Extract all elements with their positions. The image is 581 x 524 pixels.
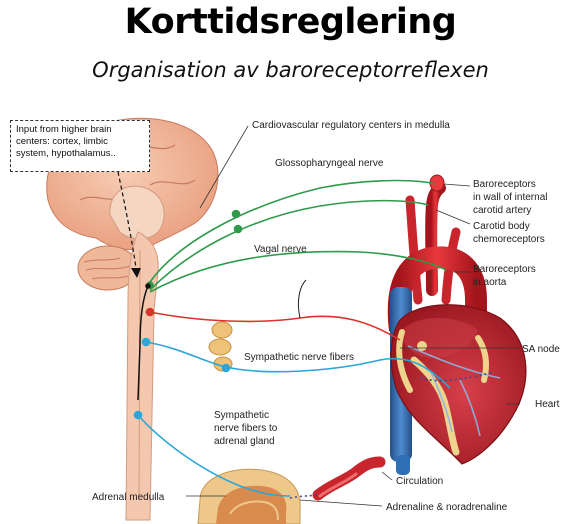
label-circulation: Circulation (396, 476, 443, 487)
adrenal-gland (197, 468, 301, 524)
slide-title: Korttidsreglering (124, 2, 457, 42)
circulation-vessel (312, 456, 386, 501)
label-adrenal-medulla: Adrenal medulla (92, 492, 165, 503)
leader-lines (186, 125, 520, 507)
spinal-cord (125, 231, 159, 521)
input-arrow (117, 171, 137, 269)
sympathetic-nerve (133, 337, 451, 497)
label-baroreceptors-aorta: Baroreceptors in aorta (473, 264, 539, 288)
label-carotid-body: Carotid body chemoreceptors (473, 221, 545, 245)
label-cardio-centers: Cardiovascular regulatory centers in med… (252, 120, 450, 131)
cerebellum (77, 245, 139, 291)
vagal-nerve (145, 279, 401, 341)
descending-pathway (137, 283, 151, 401)
note-line: system, hypothalamus.. (16, 148, 116, 159)
note-line: centers: cortex, limbic (16, 136, 108, 147)
slide-subtitle: Organisation av baroreceptorreflexen (92, 58, 489, 82)
heart-illustration (390, 304, 527, 465)
label-glossopharyngeal-nerve: Glossopharyngeal nerve (275, 158, 384, 169)
label-sa-node: SA node (522, 344, 560, 355)
input-arrowhead (131, 268, 141, 278)
adrenaline-release-dots (289, 371, 495, 499)
label-adrenaline: Adrenaline & noradrenaline (386, 502, 508, 513)
label-heart: Heart (535, 399, 560, 410)
label-vagal-nerve: Vagal nerve (254, 244, 307, 255)
higher-centers-note: Input from higher brain centers: cortex,… (10, 120, 150, 172)
sympathetic-ganglion (208, 321, 233, 372)
label-sympathetic-nerve-fibers: Sympathetic nerve fibers (244, 352, 354, 363)
label-symp-adrenal: Sympathetic nerve fibers to adrenal glan… (214, 410, 280, 447)
note-line: Input from higher brain (16, 124, 112, 135)
label-baroreceptors-carotid: Baroreceptors in wall of internal caroti… (473, 179, 550, 216)
glossopharyngeal-nerve (146, 179, 447, 293)
